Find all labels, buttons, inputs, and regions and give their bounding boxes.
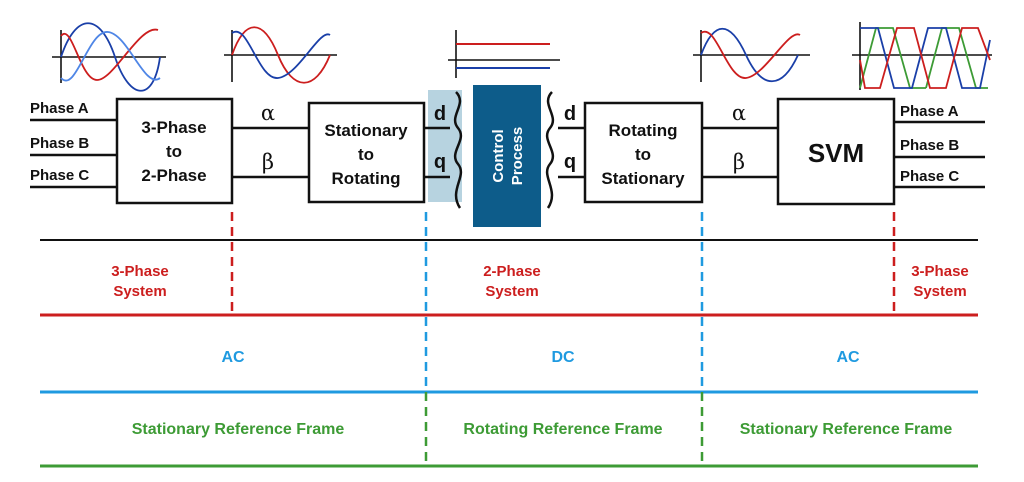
signal-type-right: AC bbox=[836, 349, 860, 366]
frame-label-middle: Rotating Reference Frame bbox=[463, 421, 662, 438]
frame-label-right: Stationary Reference Frame bbox=[740, 421, 953, 438]
wavy-break-left bbox=[453, 91, 463, 209]
beta-label-2: β bbox=[733, 150, 745, 174]
output-phase-c-label: Phase C bbox=[900, 168, 959, 185]
park-block-line2: to bbox=[358, 145, 374, 164]
control-process-block bbox=[473, 85, 541, 227]
dq-output-highlight bbox=[428, 90, 462, 202]
clarke-transform-block bbox=[115, 97, 234, 205]
signal-type-middle: DC bbox=[551, 349, 575, 366]
clarke-block-line1: 3-Phase bbox=[141, 118, 206, 137]
q-label-1: q bbox=[434, 151, 446, 173]
input-phase-b-label: Phase B bbox=[30, 135, 89, 152]
inv-park-block-line3: Stationary bbox=[601, 169, 685, 188]
waveform-three-phase-input bbox=[52, 22, 166, 92]
park-transform-block bbox=[307, 101, 426, 204]
wavy-break-right bbox=[545, 91, 555, 209]
clarke-block-line2: to bbox=[166, 142, 182, 161]
signal-type-left: AC bbox=[221, 349, 245, 366]
beta-label-1: β bbox=[262, 150, 274, 174]
output-phase-b-label: Phase B bbox=[900, 137, 959, 154]
park-block-line3: Rotating bbox=[332, 169, 401, 188]
input-phase-lines bbox=[30, 118, 117, 189]
output-phase-a-label: Phase A bbox=[900, 103, 959, 120]
inv-park-block-line1: Rotating bbox=[609, 121, 678, 140]
system-label-right-line2: System bbox=[913, 283, 966, 300]
output-phase-lines bbox=[894, 120, 985, 189]
alpha-label-1: α bbox=[261, 101, 275, 125]
system-label-right-line1: 3-Phase bbox=[911, 263, 969, 280]
svm-block bbox=[776, 97, 896, 206]
q-label-2: q bbox=[564, 151, 576, 173]
system-label-middle-line1: 2-Phase bbox=[483, 263, 541, 280]
d-label-1: d bbox=[434, 103, 446, 125]
control-block-line2: Process bbox=[509, 127, 526, 185]
waveform-alpha-beta-output bbox=[693, 27, 810, 83]
system-label-left-line2: System bbox=[113, 283, 166, 300]
input-phase-c-label: Phase C bbox=[30, 167, 89, 184]
frame-label-left: Stationary Reference Frame bbox=[132, 421, 345, 438]
alpha-label-2: α bbox=[732, 101, 746, 125]
waveform-alpha-beta bbox=[224, 26, 337, 84]
clarke-block-line3: 2-Phase bbox=[141, 166, 206, 185]
system-label-middle-line2: System bbox=[485, 283, 538, 300]
inv-park-block-line2: to bbox=[635, 145, 651, 164]
d-label-2: d bbox=[564, 103, 576, 125]
waveform-svm-output bbox=[852, 22, 992, 90]
inverse-park-block bbox=[583, 101, 704, 204]
svm-block-label: SVM bbox=[808, 138, 864, 168]
park-block-line1: Stationary bbox=[324, 121, 408, 140]
control-block-line1: Control bbox=[490, 129, 507, 182]
input-phase-a-label: Phase A bbox=[30, 100, 89, 117]
waveform-dc-dq bbox=[448, 30, 560, 78]
system-label-left-line1: 3-Phase bbox=[111, 263, 169, 280]
